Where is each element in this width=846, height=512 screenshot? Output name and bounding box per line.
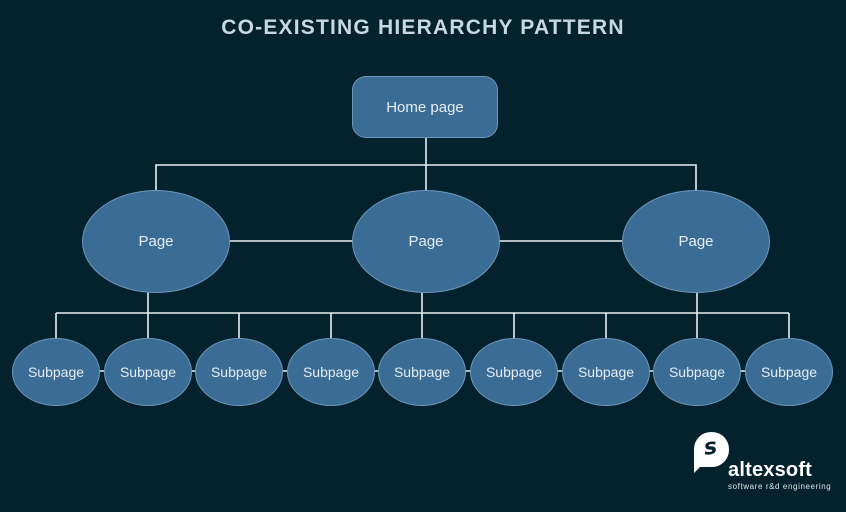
node-subpage-8: Subpage <box>653 338 741 406</box>
logo-mark-letter: s <box>702 433 719 461</box>
node-subpage-3: Subpage <box>195 338 283 406</box>
node-page-3-label: Page <box>678 233 714 250</box>
node-subpage-4: Subpage <box>287 338 375 406</box>
node-subpage-4-label: Subpage <box>302 364 360 380</box>
node-subpage-6: Subpage <box>470 338 558 406</box>
node-subpage-2: Subpage <box>104 338 192 406</box>
logo-tagline: software r&d engineering <box>728 482 832 491</box>
node-home-page: Home page <box>352 76 498 138</box>
node-subpage-7: Subpage <box>562 338 650 406</box>
node-page-2-label: Page <box>408 233 444 250</box>
node-subpage-9-label: Subpage <box>760 364 818 380</box>
node-subpage-7-label: Subpage <box>577 364 635 380</box>
node-page-1: Page <box>82 190 230 293</box>
speech-bubble-s-icon: s <box>694 432 729 473</box>
node-home-page-label: Home page <box>386 98 464 116</box>
node-subpage-5: Subpage <box>378 338 466 406</box>
node-subpage-8-label: Subpage <box>668 364 726 380</box>
diagram-title: CO-EXISTING HIERARCHY PATTERN <box>221 16 625 39</box>
node-subpage-5-label: Subpage <box>393 364 451 380</box>
node-page-2: Page <box>352 190 500 293</box>
connector-page-drops <box>147 284 698 346</box>
node-page-3: Page <box>622 190 770 293</box>
node-subpage-1: Subpage <box>12 338 100 406</box>
node-subpage-2-label: Subpage <box>119 364 177 380</box>
node-subpage-3-label: Subpage <box>210 364 268 380</box>
node-page-1-label: Page <box>138 233 174 250</box>
altexsoft-logo: s altexsoft software r&d engineering <box>692 431 831 495</box>
connector-subpage-drops <box>55 313 790 346</box>
node-subpage-1-label: Subpage <box>27 364 85 380</box>
node-subpage-6-label: Subpage <box>485 364 543 380</box>
logo-wordmark: altexsoft <box>728 459 813 481</box>
connector-pages-bus <box>155 164 697 200</box>
node-subpage-9: Subpage <box>745 338 833 406</box>
